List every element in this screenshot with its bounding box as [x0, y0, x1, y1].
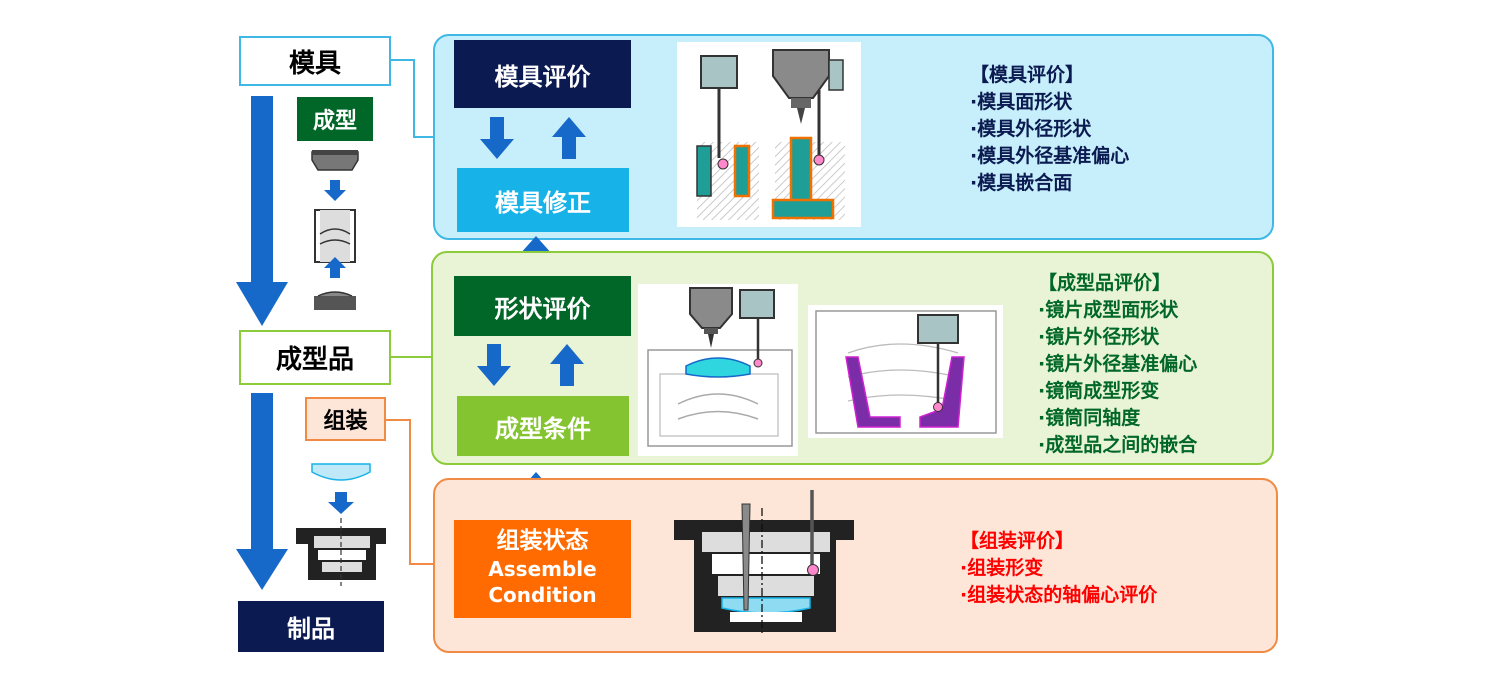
label-molded-product: 成型品	[239, 330, 391, 385]
label-assembly: 组装	[305, 397, 386, 441]
molded-product-evaluation-list: 【成型品评价】 ·镜片成型面形状 ·镜片外径形状 ·镜片外径基准偏心 ·镜筒成型…	[1038, 270, 1268, 459]
mold-eval-item: ·模具嵌合面	[970, 172, 1073, 194]
assembly-condition-en2: Condition	[488, 583, 597, 607]
barrel-probe-illustration	[808, 305, 1003, 438]
shape-evaluation-box: 形状评价	[454, 276, 631, 336]
label-product: 制品	[238, 601, 384, 652]
label-molding: 成型	[297, 97, 373, 141]
molding-conditions-box: 成型条件	[457, 396, 629, 456]
mold-eval-item: ·模具外径基准偏心	[970, 145, 1130, 167]
assembly-eval-heading: 【组装评价】	[960, 530, 1075, 552]
assembly-condition-box: 组装状态 Assemble Condition	[454, 520, 631, 618]
arrow-down-icon	[480, 117, 514, 159]
molded-eval-item: ·成型品之间的嵌合	[1038, 434, 1198, 456]
molding-process-illustration	[311, 150, 359, 310]
molded-eval-item: ·镜片外径形状	[1038, 326, 1160, 348]
molded-eval-heading: 【成型品评价】	[1038, 272, 1172, 294]
mold-evaluation-box: 模具评价	[454, 40, 631, 108]
mold-eval-heading: 【模具评价】	[970, 64, 1085, 86]
assembly-eval-item: ·组装状态的轴偏心评价	[960, 584, 1158, 606]
arrow-up-icon	[550, 344, 584, 386]
assembly-probe-illustration	[674, 490, 854, 636]
mold-probe-drawing	[696, 49, 845, 220]
mold-eval-item: ·模具面形状	[970, 91, 1073, 113]
barrel-probe-drawing	[815, 310, 997, 434]
flow-arrow-down-icon	[236, 393, 288, 590]
molded-eval-item: ·镜片外径基准偏心	[1038, 353, 1198, 375]
arrow-up-icon	[552, 117, 586, 159]
molded-eval-item: ·镜片成型面形状	[1038, 299, 1179, 321]
mold-evaluation-list: 【模具评价】 ·模具面形状 ·模具外径形状 ·模具外径基准偏心 ·模具嵌合面	[970, 62, 1210, 197]
arrow-down-icon	[477, 344, 511, 386]
assembly-condition-title: 组装状态	[496, 528, 589, 554]
assembly-eval-item: ·组装形变	[960, 557, 1044, 579]
assembly-process-illustration	[296, 463, 386, 586]
mold-eval-item: ·模具外径形状	[970, 118, 1092, 140]
molded-eval-item: ·镜筒成型形变	[1038, 380, 1160, 402]
molded-eval-item: ·镜筒同轴度	[1038, 407, 1141, 429]
label-mold: 模具	[239, 36, 391, 86]
lens-probe-drawing	[647, 287, 793, 447]
flow-arrow-down-icon	[236, 96, 288, 326]
assembly-evaluation-list: 【组装评价】 ·组装形变 ·组装状态的轴偏心评价	[960, 528, 1220, 609]
mold-correction-box: 模具修正	[457, 168, 629, 232]
assembly-condition-en1: Assemble	[488, 557, 597, 581]
